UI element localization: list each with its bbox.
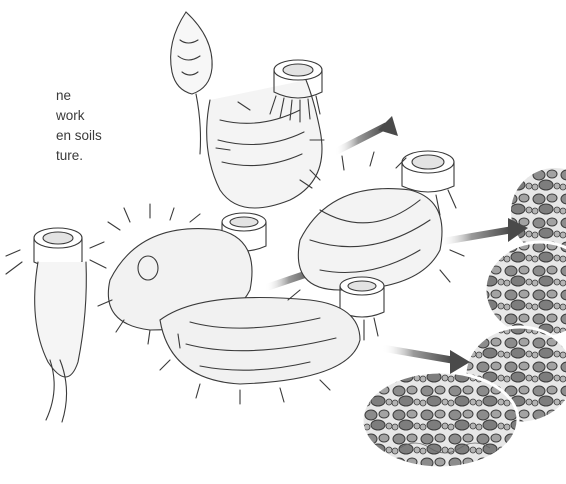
soil-panel-middle [485,242,566,338]
arrow-icon [382,348,470,374]
soil-panel-bottom [362,372,518,468]
arrow-icon [440,218,528,242]
root-structure-drawing [6,12,464,422]
arrow-icon [335,116,398,152]
